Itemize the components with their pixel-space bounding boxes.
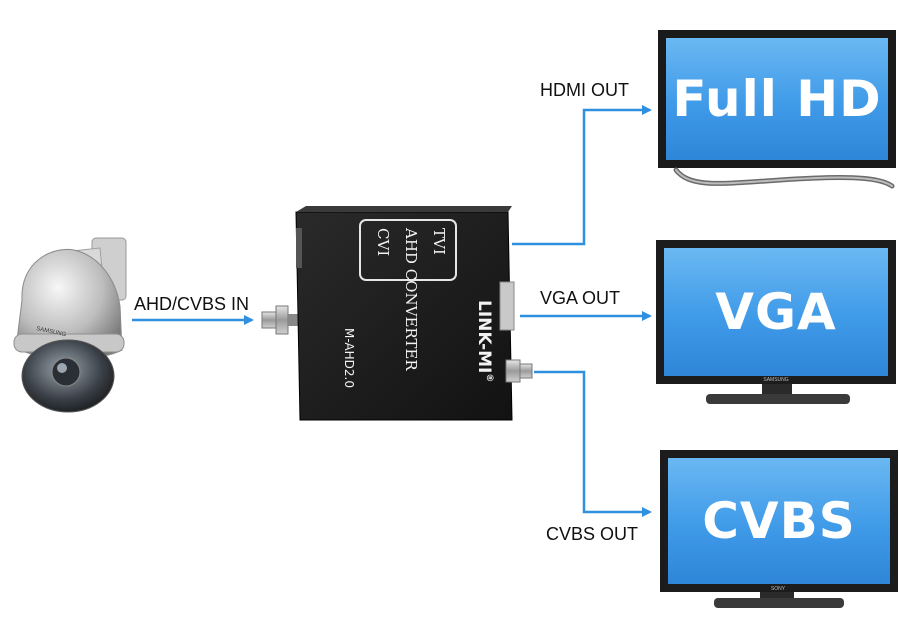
device-registered-mark: ®: [484, 373, 494, 383]
screen-cvbs-text: CVBS: [702, 492, 856, 550]
label-ahd-cvbs-in: AHD/CVBS IN: [134, 294, 250, 314]
screen-hdmi-text: Full HD: [672, 70, 882, 128]
bnc-input-connector: [261, 305, 298, 335]
device-model: M-AHD2.0: [342, 328, 356, 388]
ptz-camera: SAMSUNG: [13, 237, 127, 413]
device-line-cvi: CVI: [374, 228, 392, 257]
screen-vga: VGA: [664, 248, 888, 376]
cvbs-monitor-badge: SONY: [771, 586, 786, 592]
device-line-tvi: TVI: [430, 228, 448, 255]
device-brand-text: LINK-MI: [474, 300, 494, 374]
vga-monitor-badge: SAMSUNG: [763, 377, 788, 383]
screen-cvbs: CVBS: [668, 458, 890, 584]
label-cvbs-out: CVBS OUT: [546, 524, 639, 544]
device-line-ahd: AHD CONVERTER: [402, 228, 420, 371]
label-hdmi-out: HDMI OUT: [540, 80, 629, 100]
label-vga-out: VGA OUT: [540, 288, 621, 308]
device-brand: LINK-MI®: [474, 300, 494, 382]
hdmi-out-arrow: [512, 105, 652, 246]
converter-device: [295, 206, 533, 421]
screen-hdmi: Full HD: [666, 38, 888, 160]
cvbs-out-arrow: [534, 370, 652, 517]
screen-vga-text: VGA: [715, 283, 837, 341]
